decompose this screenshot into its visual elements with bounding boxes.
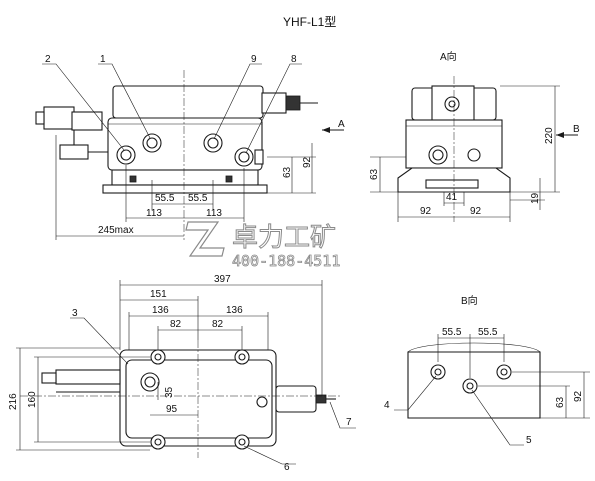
watermark-phone: 400-188-4511	[232, 252, 340, 270]
dim-side-41: 41	[446, 192, 458, 203]
arrow-a-label: A	[338, 119, 345, 130]
dim-top-160: 160	[27, 391, 38, 408]
callout-2: 2	[45, 54, 51, 65]
dim-side-19: 19	[530, 192, 541, 204]
dim-b-63: 63	[555, 396, 566, 408]
callout-1: 1	[100, 54, 106, 65]
dim-front-55-5-right: 55.5	[188, 193, 208, 204]
dim-top-82-right: 82	[212, 319, 224, 330]
dim-front-113-left: 113	[146, 208, 162, 219]
dim-b-92: 92	[573, 390, 584, 402]
watermark-brand: 卓力工矿	[232, 223, 336, 253]
callout-3: 3	[72, 308, 78, 319]
dim-b-55-5-left: 55.5	[442, 327, 462, 338]
top-view: 397 151 136 136 82 82 216 160 35 95 3 6 …	[8, 274, 356, 473]
dim-top-82-left: 82	[170, 319, 182, 330]
dim-front-113-right: 113	[206, 208, 222, 219]
callout-8: 8	[291, 54, 297, 65]
view-b-label: B向	[461, 294, 478, 307]
b-view: B向 55.5 55.5 63 92 4 5	[384, 294, 590, 446]
dim-top-95: 95	[166, 404, 178, 415]
dim-front-55-5-left: 55.5	[155, 193, 175, 204]
callout-9: 9	[251, 54, 257, 65]
side-view-a: A向 B 220 63 92 92 41 19	[369, 50, 580, 222]
view-a-label: A向	[440, 50, 457, 63]
dim-side-92-left: 92	[420, 206, 432, 217]
drawing-title: YHF-L1型	[283, 15, 336, 29]
dim-top-216: 216	[8, 393, 19, 410]
dim-side-63: 63	[369, 168, 380, 180]
arrow-b-label: B	[573, 124, 580, 135]
dim-front-245max: 245max	[98, 225, 134, 236]
callout-4: 4	[384, 400, 390, 411]
callout-5: 5	[526, 435, 532, 446]
callout-7: 7	[346, 417, 352, 428]
front-view: A 2 1 9 8 55.5 55.5 113 113 245max 63 92	[35, 54, 345, 240]
dim-side-92-right: 92	[470, 206, 482, 217]
watermark: 卓力工矿 400-188-4511	[185, 221, 341, 270]
dim-b-55-5-right: 55.5	[478, 327, 498, 338]
callout-6: 6	[284, 462, 290, 473]
dim-front-92: 92	[302, 156, 313, 168]
dim-top-151: 151	[150, 289, 167, 300]
dim-top-397: 397	[214, 274, 231, 285]
dim-top-136-left: 136	[152, 305, 169, 316]
dim-top-35: 35	[164, 386, 175, 398]
dim-top-136-right: 136	[226, 305, 243, 316]
dim-side-220: 220	[544, 127, 555, 144]
dim-front-63: 63	[282, 166, 293, 178]
